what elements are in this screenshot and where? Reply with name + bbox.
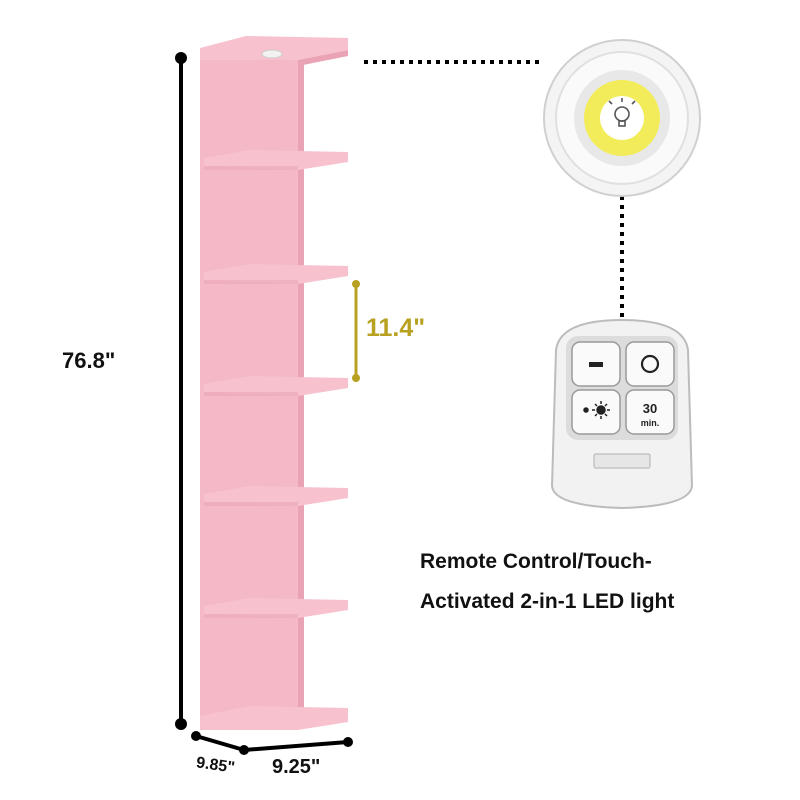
width-dimension-label: 9.25" [272, 756, 321, 778]
shelf-board [204, 150, 348, 170]
caption-line-1: Remote Control/Touch- [420, 550, 652, 573]
timer-label: 30 [643, 401, 657, 416]
power-circle-icon [640, 354, 660, 374]
height-dimension-label: 76.8" [62, 348, 116, 373]
timer-30-button[interactable] [625, 389, 675, 435]
remote-control: 30 min. [550, 318, 694, 510]
brightness-button[interactable] [571, 389, 621, 435]
shelf-board [204, 264, 348, 284]
shelf-base [200, 706, 348, 730]
lightbulb-icon [608, 98, 636, 127]
base-dimensions [191, 731, 353, 755]
product-caption: Remote Control/Touch- Activated 2-in-1 L… [420, 542, 780, 622]
dotted-connectors [364, 60, 624, 318]
shelf-board [204, 598, 348, 618]
led-puck-light [261, 49, 283, 59]
minus-icon [589, 362, 603, 367]
shelf-gap-label: 11.4" [366, 314, 426, 342]
corner-bookshelf [200, 36, 348, 730]
power-button[interactable] [625, 341, 675, 387]
shelf-board [204, 486, 348, 506]
shelf-top [200, 36, 348, 60]
height-dimension [175, 52, 187, 730]
brightness-icon [583, 401, 610, 419]
shelf-boards [200, 150, 348, 730]
battery-slot [593, 453, 651, 469]
shelf-gap-dimension [352, 280, 360, 382]
timer-unit: min. [641, 418, 660, 428]
shelf-board [204, 376, 348, 396]
led-puck-light-large [543, 39, 701, 197]
caption-line-2: Activated 2-in-1 LED light [420, 590, 675, 613]
